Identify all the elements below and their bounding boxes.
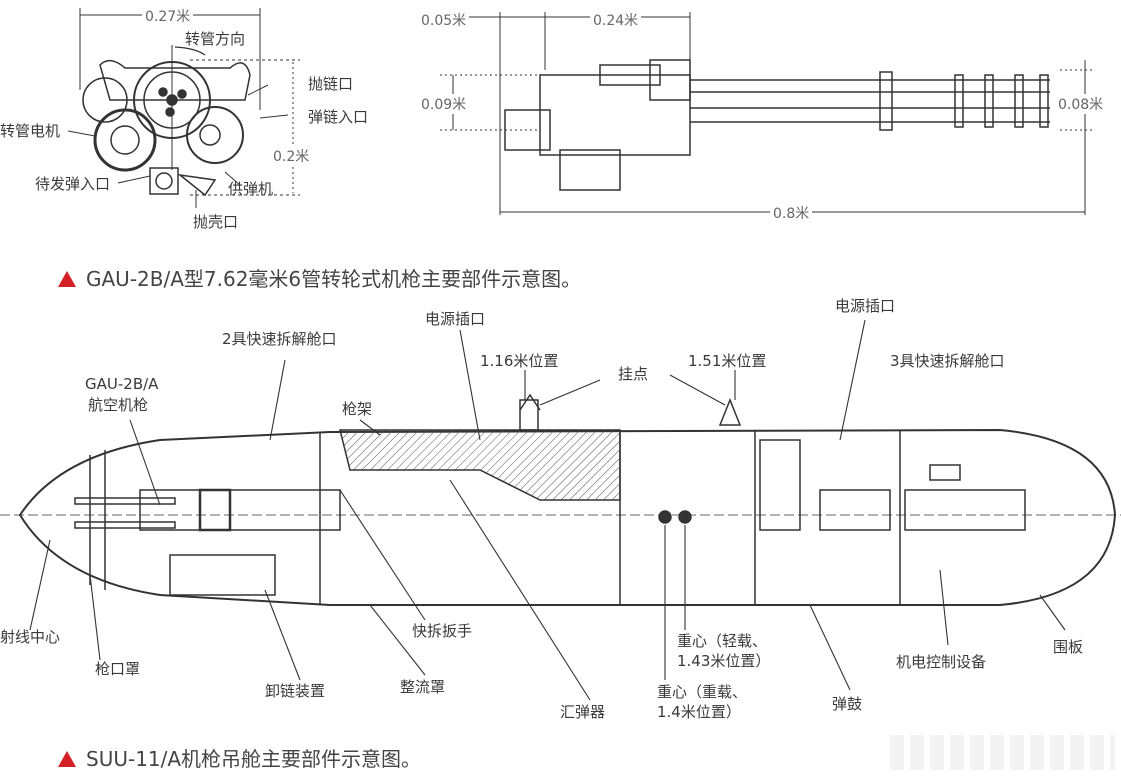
label-drum: 弹鼓 (832, 695, 863, 713)
dim-width: 0.27米 (142, 6, 194, 26)
label-ready-round-entry: 待发弹入口 (35, 175, 111, 193)
dim-height-left: 0.09米 (418, 94, 470, 114)
label-quick-release-2: 2具快速拆解舱口 (222, 330, 337, 348)
gun-side-view (440, 12, 1095, 215)
label-power-socket-2: 电源插口 (835, 297, 896, 315)
label-hardpoint: 挂点 (618, 365, 649, 383)
dim-muzzle: 0.05米 (418, 10, 470, 30)
label-power-socket-1: 电源插口 (425, 310, 486, 328)
label-shroud: 围板 (1053, 638, 1084, 656)
gun-pod (0, 319, 1121, 701)
caption-top: GAU-2B/A型7.62毫米6管转轮式机枪主要部件示意图。 (58, 263, 581, 292)
label-bore-center: 射线中心 (0, 628, 61, 646)
label-cg-heavy-2: 1.4米位置） (657, 703, 741, 721)
label-gun-mount: 枪架 (342, 400, 373, 418)
label-fairing: 整流罩 (400, 678, 446, 696)
dim-length: 0.8米 (770, 203, 813, 223)
gun-front-view (67, 8, 300, 208)
label-link-unloader: 卸链装置 (265, 682, 326, 700)
label-rotation-direction: 转管方向 (185, 30, 246, 48)
watermark (890, 735, 1115, 770)
label-pos-151: 1.51米位置 (688, 352, 767, 370)
label-quick-release-3: 3具快速拆解舱口 (890, 352, 1005, 370)
red-triangle-icon (58, 751, 76, 767)
dim-height: 0.2米 (270, 146, 313, 166)
label-gun-name-2: 航空机枪 (88, 396, 149, 414)
label-case-ejection: 抛壳口 (193, 213, 239, 231)
label-quick-wrench: 快拆扳手 (412, 622, 473, 640)
label-link-entry: 弹链入口 (308, 108, 369, 126)
label-cg-heavy-1: 重心（重载、 (657, 683, 748, 701)
dim-height-right: 0.08米 (1055, 94, 1107, 114)
caption-bottom-text: SUU-11/A机枪吊舱主要部件示意图。 (86, 747, 422, 771)
label-muzzle-cover: 枪口罩 (95, 660, 141, 678)
dim-receiver: 0.24米 (590, 10, 642, 30)
label-pos-116: 1.16米位置 (480, 352, 559, 370)
label-barrel-motor: 转管电机 (0, 122, 61, 140)
label-cg-light-1: 重心（轻载、 (677, 632, 768, 650)
label-link-ejection: 抛链口 (308, 75, 354, 93)
label-gun-name-1: GAU-2B/A (85, 375, 159, 393)
caption-bottom: SUU-11/A机枪吊舱主要部件示意图。 (58, 743, 421, 772)
label-feeder: 供弹机 (228, 180, 274, 198)
label-control-equipment: 机电控制设备 (896, 653, 987, 671)
caption-top-text: GAU-2B/A型7.62毫米6管转轮式机枪主要部件示意图。 (86, 267, 582, 291)
label-collector: 汇弹器 (560, 703, 606, 721)
label-cg-light-2: 1.43米位置） (677, 652, 771, 670)
red-triangle-icon (58, 271, 76, 287)
